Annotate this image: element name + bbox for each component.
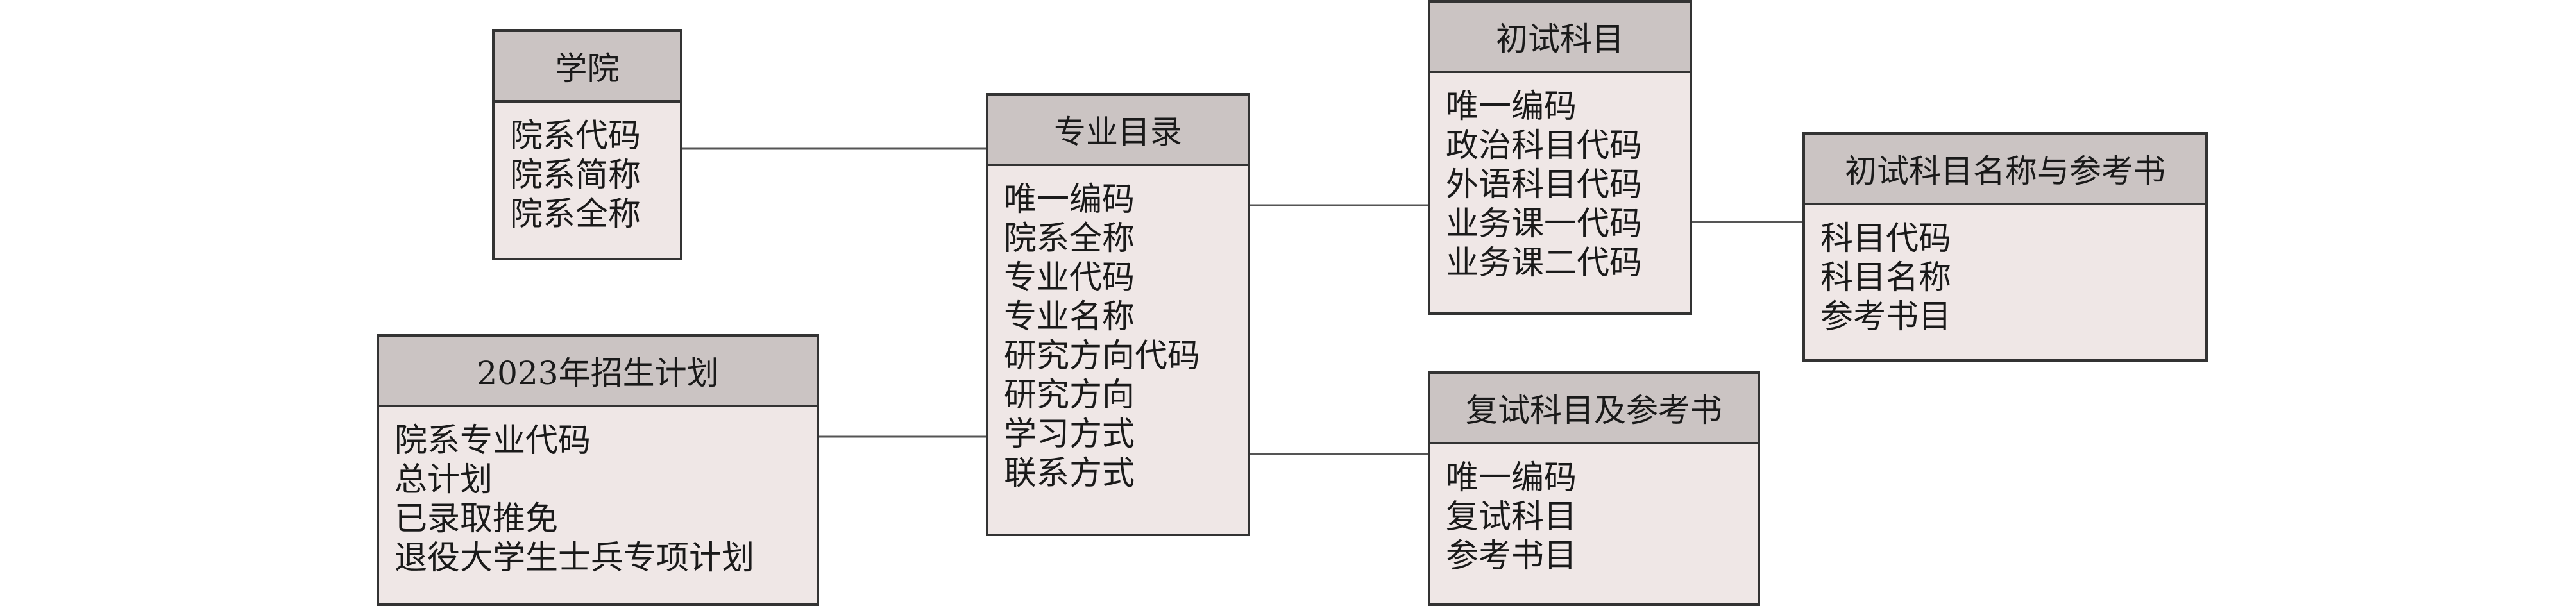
entity-field: 研究方向代码 — [1004, 337, 1201, 375]
entity-field: 研究方向 — [1004, 376, 1135, 414]
entity-field: 参考书目 — [1446, 537, 1577, 575]
entity-body: 科目代码 科目名称 参考书目 — [1805, 205, 2205, 337]
entity-body: 院系代码 院系简称 院系全称 — [495, 103, 680, 234]
entity-field: 专业名称 — [1004, 298, 1135, 336]
entity-enrollment-plan: 2023年招生计划 院系专业代码 总计划 已录取推免 退役大学生士兵专项计划 — [377, 334, 819, 606]
entity-field: 唯一编码 — [1446, 88, 1577, 126]
entity-title: 初试科目名称与参考书 — [1845, 153, 2165, 190]
entity-field: 唯一编码 — [1446, 459, 1577, 497]
entity-field: 学习方式 — [1004, 416, 1135, 453]
entity-header: 复试科目及参考书 — [1430, 374, 1758, 444]
entity-body: 院系专业代码 总计划 已录取推免 退役大学生士兵专项计划 — [379, 407, 817, 578]
entity-header: 初试科目 — [1430, 3, 1690, 73]
entity-retest-subjects: 复试科目及参考书 唯一编码 复试科目 参考书目 — [1428, 371, 1760, 606]
entity-field: 唯一编码 — [1004, 181, 1135, 219]
entity-field: 科目代码 — [1820, 220, 1952, 258]
entity-field: 院系专业代码 — [394, 422, 591, 460]
entity-title: 复试科目及参考书 — [1466, 392, 1722, 429]
entity-field: 已录取推免 — [394, 500, 559, 538]
entity-field: 政治科目代码 — [1446, 127, 1643, 165]
entity-field: 院系代码 — [510, 117, 641, 155]
entity-header: 初试科目名称与参考书 — [1805, 135, 2205, 205]
entity-field: 参考书目 — [1820, 298, 1952, 336]
entity-field: 外语科目代码 — [1446, 166, 1643, 204]
entity-field: 总计划 — [394, 461, 493, 499]
entity-field: 业务课二代码 — [1446, 244, 1643, 282]
entity-title: 初试科目 — [1496, 21, 1624, 58]
entity-field: 专业代码 — [1004, 259, 1135, 297]
entity-initial-exam-subjects: 初试科目 唯一编码 政治科目代码 外语科目代码 业务课一代码 业务课二代码 — [1428, 0, 1692, 315]
entity-title: 专业目录 — [1054, 114, 1182, 151]
entity-field: 院系简称 — [510, 156, 641, 194]
entity-field: 科目名称 — [1820, 259, 1952, 297]
entity-title: 2023年招生计划 — [477, 355, 719, 392]
entity-body: 唯一编码 政治科目代码 外语科目代码 业务课一代码 业务课二代码 — [1430, 73, 1690, 283]
entity-initial-subject-names: 初试科目名称与参考书 科目代码 科目名称 参考书目 — [1802, 132, 2208, 362]
entity-field: 院系全称 — [1004, 220, 1135, 258]
entity-field: 业务课一代码 — [1446, 205, 1643, 243]
entity-college: 学院 院系代码 院系简称 院系全称 — [492, 29, 682, 260]
entity-major-catalog: 专业目录 唯一编码 院系全称 专业代码 专业名称 研究方向代码 研究方向 学习方… — [986, 93, 1250, 536]
entity-field: 退役大学生士兵专项计划 — [394, 539, 755, 577]
entity-body: 唯一编码 院系全称 专业代码 专业名称 研究方向代码 研究方向 学习方式 联系方… — [988, 166, 1248, 493]
entity-title: 学院 — [555, 50, 620, 87]
entity-header: 学院 — [495, 32, 680, 103]
entity-field: 院系全称 — [510, 196, 641, 233]
entity-body: 唯一编码 复试科目 参考书目 — [1430, 444, 1758, 576]
entity-header: 专业目录 — [988, 96, 1248, 166]
entity-field: 复试科目 — [1446, 498, 1577, 536]
entity-field: 联系方式 — [1004, 455, 1135, 492]
entity-header: 2023年招生计划 — [379, 337, 817, 407]
